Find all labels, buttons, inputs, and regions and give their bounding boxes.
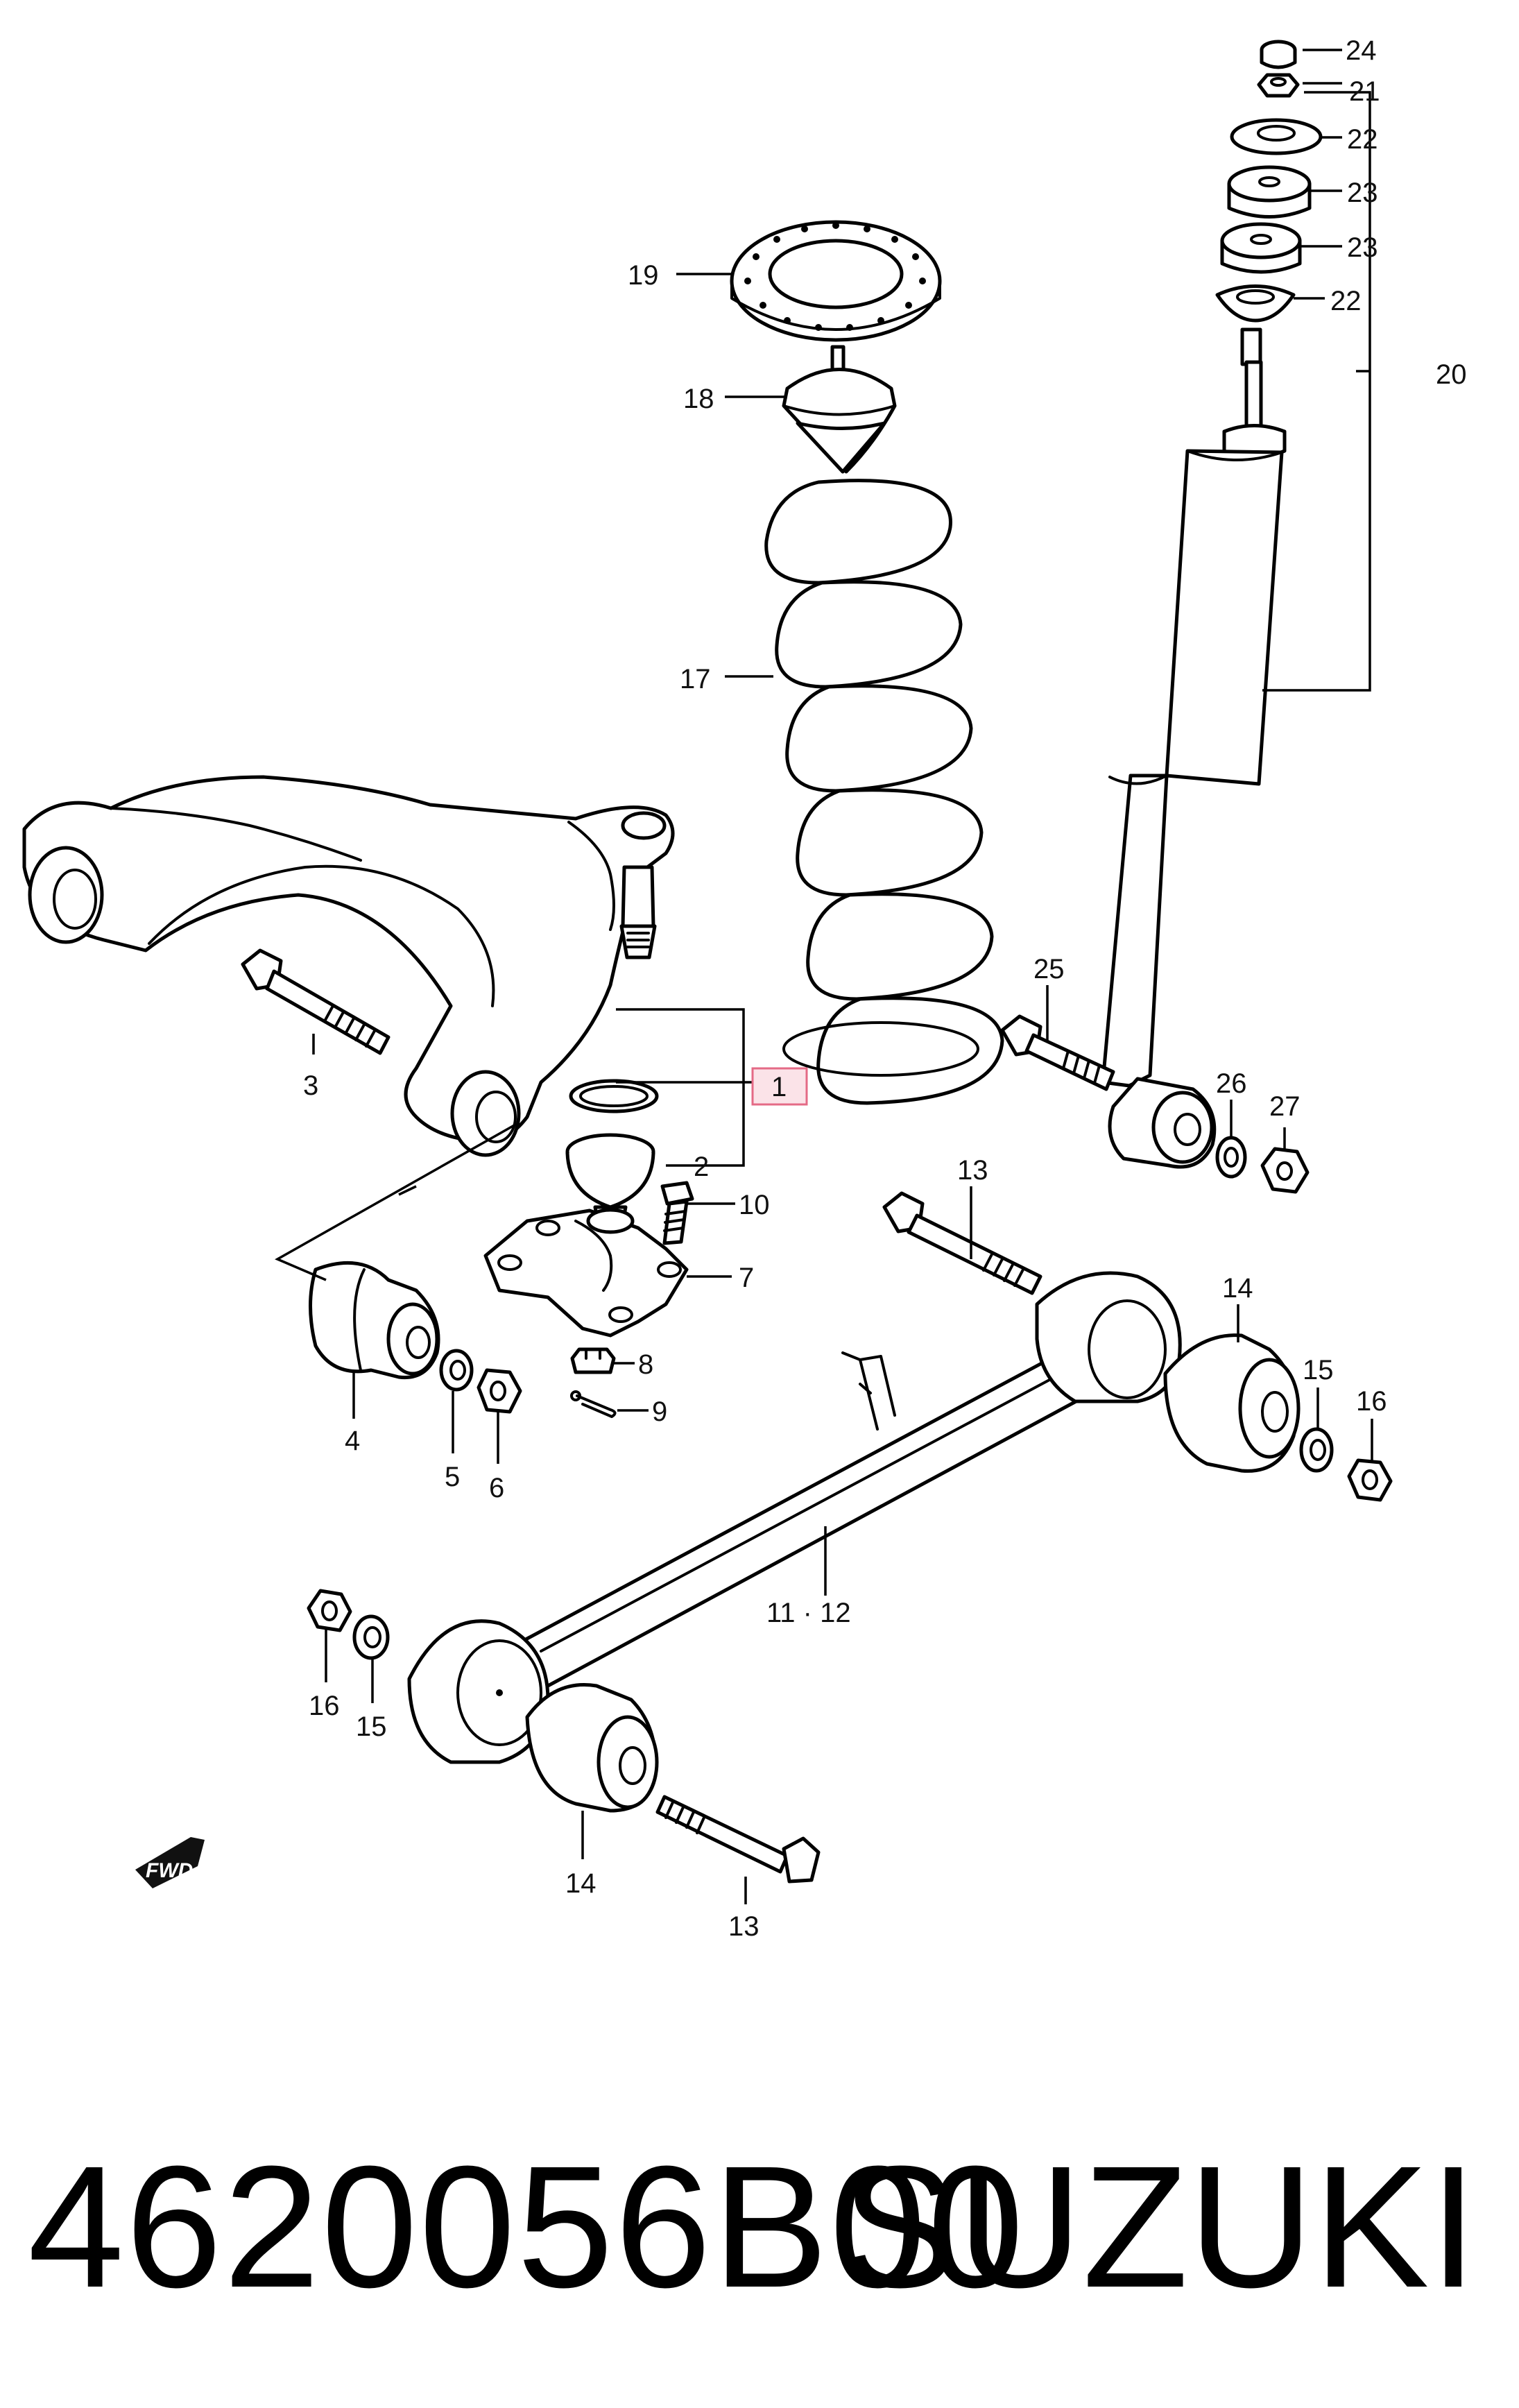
callout-labels: 24 21 22 23 23 22 20 19 18 17 25 26 27 3… (303, 35, 1467, 1942)
spring-seat-19 (730, 220, 942, 342)
label-25: 25 (1033, 954, 1065, 984)
upper-control-arm (22, 775, 675, 1157)
shock-mount-cap-24 (1260, 40, 1297, 69)
bolt-13-upper (882, 1191, 1042, 1295)
nut-16-right (1347, 1458, 1393, 1502)
label-14-right: 14 (1222, 1273, 1253, 1304)
arm-mark (398, 1185, 417, 1196)
label-11-12: 11 · 12 (766, 1598, 851, 1628)
label-15-left: 15 (356, 1711, 387, 1742)
cotter-pin-9 (570, 1390, 617, 1418)
washer-15-left (352, 1614, 390, 1660)
label-22-top: 22 (1347, 124, 1378, 155)
ball-joint-group-bracket (616, 1008, 753, 1167)
label-21: 21 (1349, 76, 1380, 107)
washer-26 (1215, 1136, 1247, 1179)
label-17: 17 (680, 664, 711, 694)
label-27: 27 (1269, 1091, 1301, 1122)
bump-stop-18 (782, 345, 897, 474)
label-20: 20 (1436, 359, 1467, 390)
label-23-top: 23 (1347, 178, 1378, 208)
part-number: 4620056B00 (28, 2130, 1026, 2323)
label-23-bottom: 23 (1347, 232, 1378, 263)
label-19: 19 (628, 260, 659, 291)
brand-name: SUZUKI (841, 2130, 1477, 2323)
rear-suspension-parts-diagram: FWD 24 21 22 2 (22, 35, 1467, 1942)
label-2: 2 (694, 1152, 709, 1182)
label-14-left: 14 (565, 1868, 597, 1899)
shock-mount-washer-22-bottom (1215, 284, 1296, 323)
nut-16-left (307, 1589, 352, 1632)
spring-seat-holes (744, 222, 926, 331)
leader-lines (312, 49, 1373, 1904)
label-4: 4 (345, 1426, 360, 1456)
lateral-rod (407, 1271, 1182, 1764)
label-5: 5 (445, 1462, 460, 1492)
label-15-right: 15 (1303, 1355, 1334, 1385)
label-16-right: 16 (1356, 1386, 1387, 1417)
label-16-left: 16 (309, 1691, 340, 1721)
bolt-13-lower (655, 1795, 821, 1884)
nut-6 (477, 1368, 522, 1414)
arm-to-bushing-line (275, 1122, 517, 1281)
bolt-10 (660, 1181, 694, 1245)
castle-nut-8 (570, 1347, 616, 1374)
bolt-3 (241, 948, 391, 1055)
washer-15-right (1299, 1427, 1334, 1473)
shock-mount-nut-21 (1257, 73, 1300, 98)
shock-mount-bushing-23-bottom (1220, 222, 1302, 274)
coil-spring-17 (764, 479, 1004, 1105)
label-22-bottom: 22 (1330, 286, 1362, 316)
highlight-box-part-1 (751, 1067, 808, 1106)
label-26: 26 (1216, 1068, 1247, 1099)
bushing-14-left (525, 1682, 659, 1813)
bushing-4 (309, 1261, 440, 1380)
ball-joint-ring (569, 1079, 659, 1113)
svg-text:FWD: FWD (146, 1859, 193, 1882)
label-13-lower: 13 (728, 1911, 759, 1942)
label-18: 18 (683, 384, 714, 414)
fwd-direction-marker: FWD (135, 1837, 205, 1888)
label-9: 9 (652, 1397, 667, 1427)
label-24: 24 (1346, 35, 1377, 66)
washer-5 (439, 1349, 474, 1392)
label-3: 3 (303, 1070, 318, 1101)
label-1: 1 (771, 1072, 787, 1102)
bushing-14-right (1163, 1333, 1301, 1473)
knuckle-bracket-7 (483, 1208, 689, 1338)
label-6: 6 (489, 1473, 504, 1503)
footer: 4620056B00 SUZUKI (0, 2123, 1519, 2331)
shock-mount-bushing-23-top (1227, 165, 1312, 219)
label-10: 10 (739, 1190, 770, 1220)
shock-absorber (1101, 327, 1287, 1169)
label-8: 8 (638, 1349, 653, 1380)
bolt-25 (1000, 1014, 1115, 1091)
shock-mount-washer-22-top (1230, 118, 1323, 155)
label-13-upper: 13 (957, 1155, 988, 1186)
label-7: 7 (739, 1263, 754, 1293)
nut-27 (1260, 1147, 1310, 1194)
